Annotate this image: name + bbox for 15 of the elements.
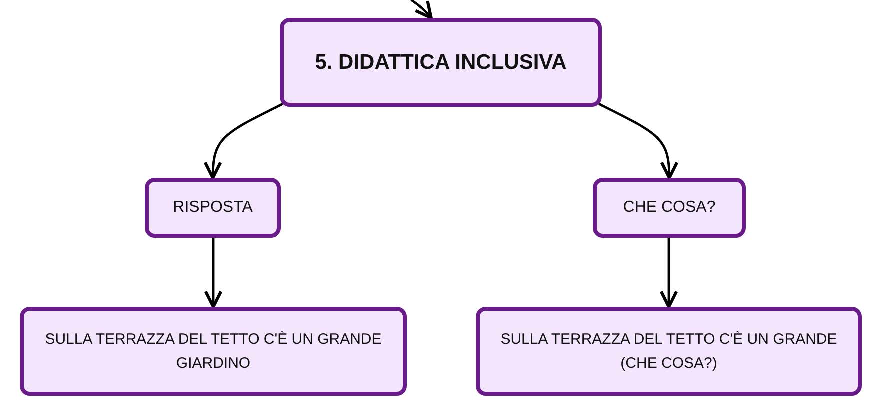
process-box <box>593 178 746 238</box>
box-label: RISPOSTA <box>173 198 253 218</box>
arrow <box>204 102 284 180</box>
box-label: CHE COSA? <box>623 198 716 218</box>
arrow <box>204 238 223 309</box>
process-box <box>20 307 407 396</box>
box-label: SULLA TERRAZZA DEL TETTO C'È UN GRANDE (CHE COSA?) <box>500 330 838 374</box>
arrow <box>410 0 433 20</box>
process-box <box>280 18 602 107</box>
arrow <box>598 102 678 180</box>
box-label: SULLA TERRAZZA DEL TETTO C'È UN GRANDE GIARDINO <box>44 330 383 374</box>
arrow <box>660 238 678 309</box>
process-box <box>145 178 281 238</box>
process-box <box>476 307 862 396</box>
box-label: 5. DIDATTICA INCLUSIVA <box>315 50 567 76</box>
